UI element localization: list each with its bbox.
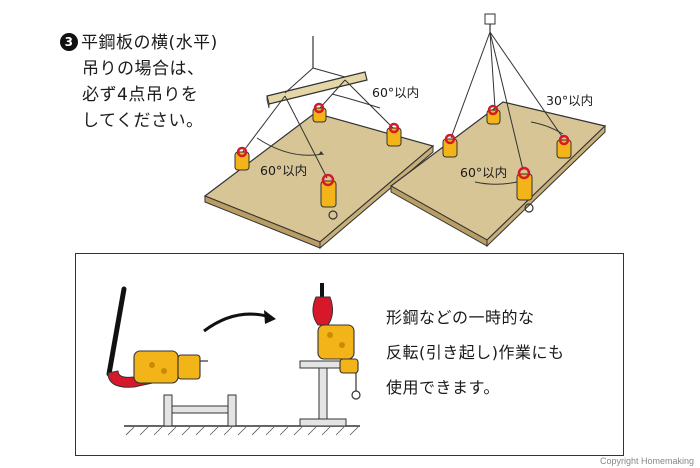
crane-hook	[484, 13, 496, 25]
clamp-lying	[107, 350, 208, 388]
note-line-2: 反転(引き起し)作業にも	[386, 343, 565, 362]
clamp-back-right	[386, 122, 402, 147]
steel-plate-side	[319, 144, 434, 250]
heading-line-3: 必ず4点吊りを	[82, 85, 199, 105]
four-point-lift-beam-illustration: 60°以内 60°以内	[203, 36, 435, 250]
inversion-note-box: 形鋼などの一時的な 反転(引き起し)作業にも 使用できます。	[75, 253, 624, 456]
clamp-upright	[312, 283, 361, 400]
note-line-3: 使用できます。	[386, 378, 500, 397]
h-beam-upright	[299, 360, 347, 427]
clamp-back-right	[556, 134, 572, 159]
copyright-text: Copyright Homemaking	[599, 456, 694, 466]
angle-label-bottom: 60°以内	[260, 163, 307, 178]
four-point-lift-sling-illustration: 30°以内 60°以内	[389, 13, 607, 248]
h-beam-lying	[163, 394, 237, 427]
angle-label-top: 60°以内	[372, 85, 419, 100]
note-line-1: 形鋼などの一時的な	[386, 308, 535, 327]
clamp-front	[320, 173, 338, 220]
clamp-back-left	[486, 104, 501, 125]
clamp-front	[516, 166, 534, 213]
clamp-left	[234, 146, 250, 171]
heading-line-2: 吊りの場合は、	[82, 59, 205, 79]
angle-label-bottom: 60°以内	[460, 165, 507, 180]
clamp-back-left	[312, 102, 327, 123]
lifting-bar	[106, 286, 127, 377]
inversion-illustration	[106, 283, 361, 436]
clamp-left	[442, 133, 458, 158]
rotation-arrow-icon	[203, 312, 271, 333]
heading-line-4: してください。	[82, 111, 204, 131]
inversion-note-text: 形鋼などの一時的な 反転(引き起し)作業にも 使用できます。	[386, 300, 616, 405]
angle-label-top: 30°以内	[546, 93, 593, 108]
step-number-badge: 3	[60, 33, 78, 51]
